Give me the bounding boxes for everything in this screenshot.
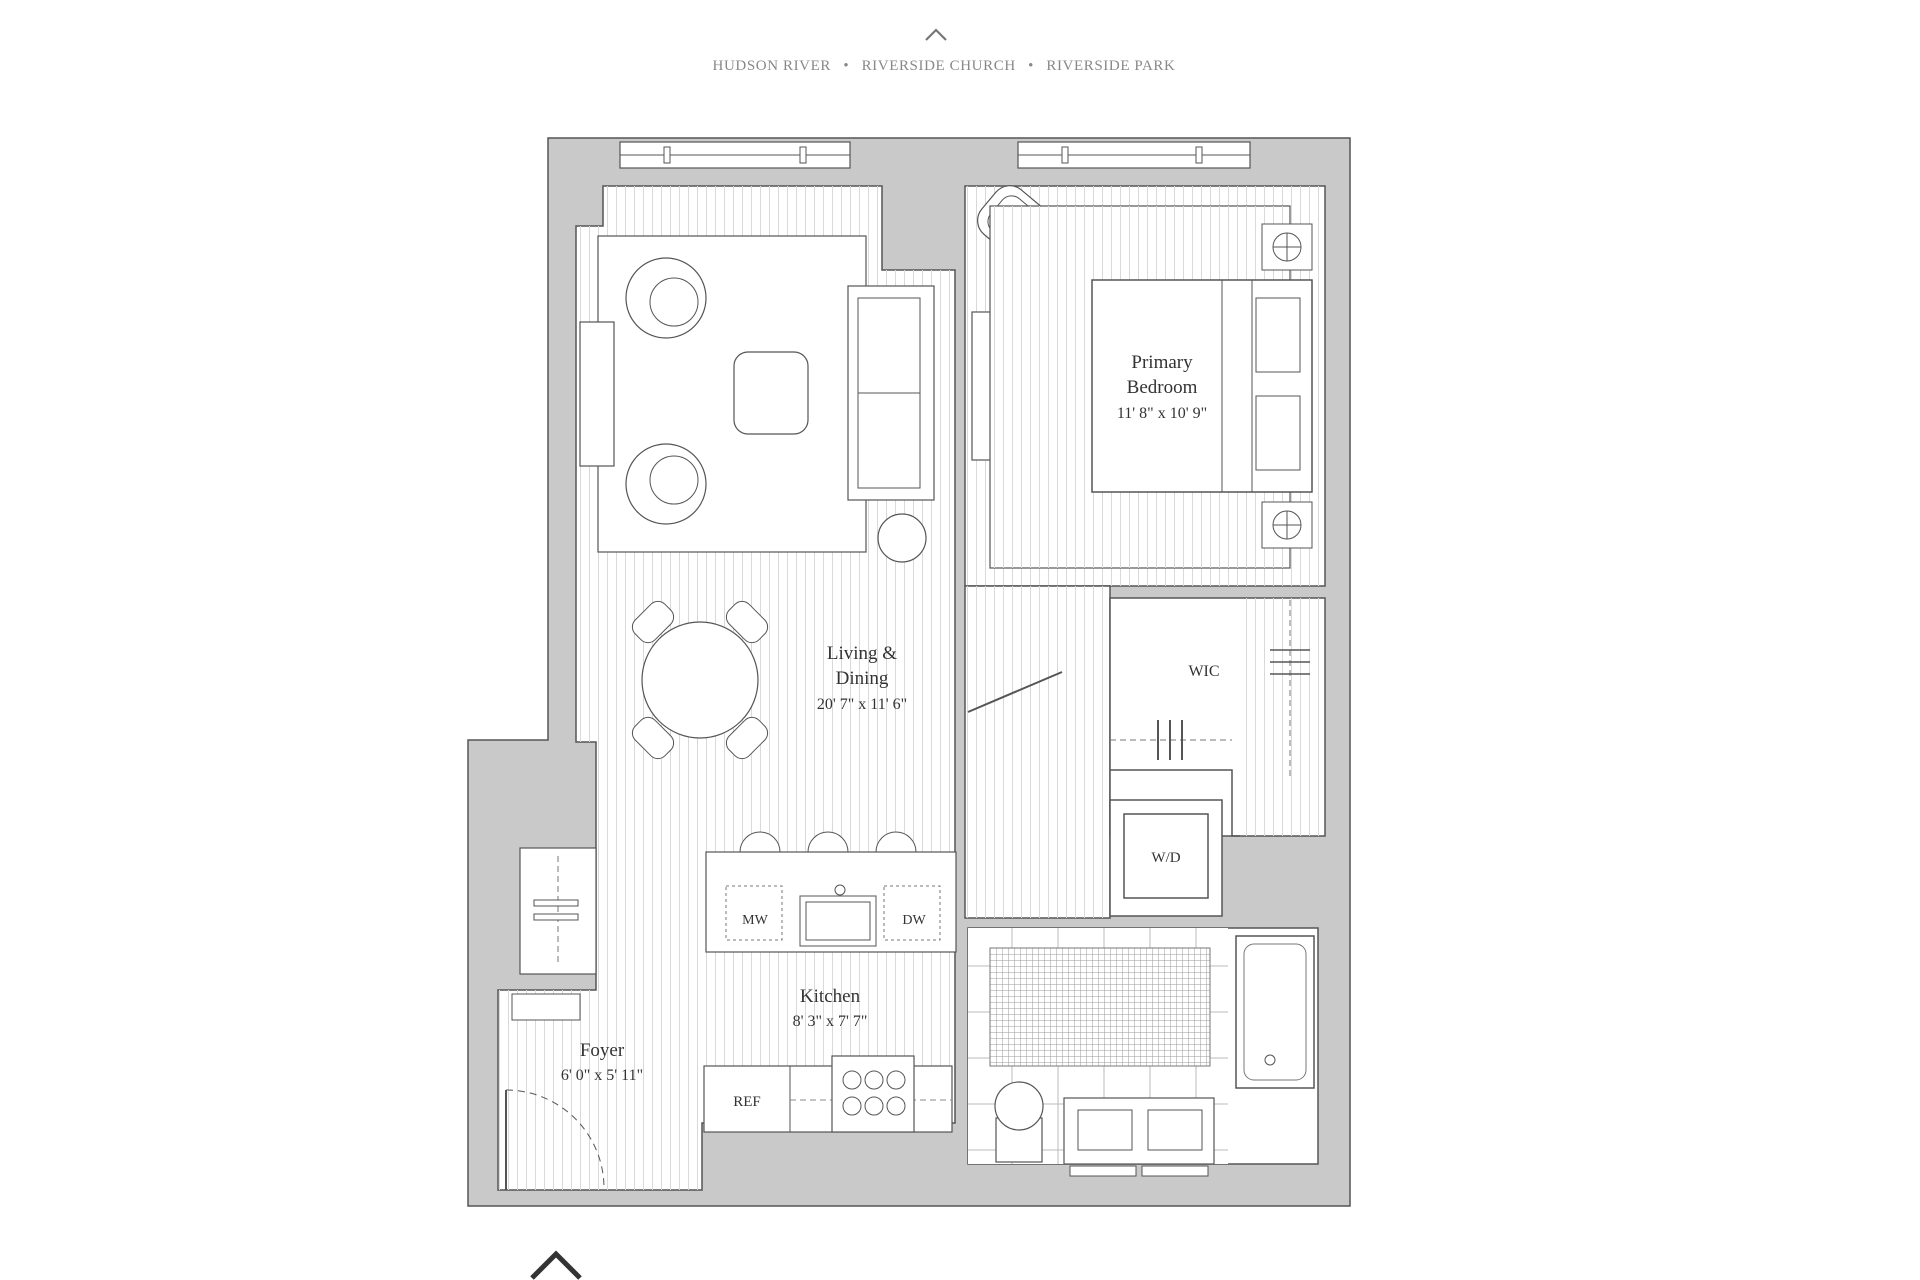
chevron-up-icon [925,28,947,41]
bedroom-door [967,671,1063,713]
bedroom-name-line2: Bedroom [1127,377,1198,398]
chevron-up-icon [530,1250,582,1280]
foyer-bench [511,993,581,1021]
view-label-riverside-park: RIVERSIDE PARK [1046,58,1176,74]
view-label-separator: • [843,58,850,74]
bedroom-window [1017,141,1251,169]
coffee-table [733,351,809,435]
living-room-size: 20' 7" x 11' 6" [817,696,907,713]
bedroom-name-line1: Primary [1131,352,1193,373]
kitchen-name: Kitchen [800,986,861,1007]
living-room-name-line1: Living & [827,643,897,664]
foyer-size: 6' 0" x 5' 11" [561,1067,643,1084]
lounge-chair [625,443,707,525]
bed [1091,279,1313,493]
bedroom-size: 11' 8" x 10' 9" [1117,405,1207,422]
entry-door [505,1089,605,1190]
view-label: HUDSON RIVER • RIVERSIDE CHURCH • RIVERS… [0,58,1888,75]
bar-stools [739,831,917,853]
wic-label: WIC [1188,663,1219,680]
view-label-separator: • [1028,58,1034,74]
view-label-hudson-river: HUDSON RIVER [712,58,831,74]
sofa [847,285,935,501]
kitchen-size: 8' 3" x 7' 7" [793,1013,868,1030]
wd-label: W/D [1151,850,1180,866]
lounge-chair [625,257,707,339]
view-label-riverside-church: RIVERSIDE CHURCH [861,58,1016,74]
toilet [994,1081,1044,1163]
refrigerator-label: REF [733,1094,761,1110]
double-vanity [1063,1097,1215,1177]
dining-table [631,600,769,760]
microwave-label: MW [742,913,768,928]
foyer-name: Foyer [580,1040,625,1061]
side-table [877,513,927,563]
living-room-name-line2: Dining [836,668,889,689]
cooktop [831,1055,915,1133]
living-window [619,141,851,169]
media-console [579,321,615,467]
dishwasher-label: DW [902,913,926,928]
nightstand [1261,501,1313,549]
nightstand [1261,223,1313,271]
